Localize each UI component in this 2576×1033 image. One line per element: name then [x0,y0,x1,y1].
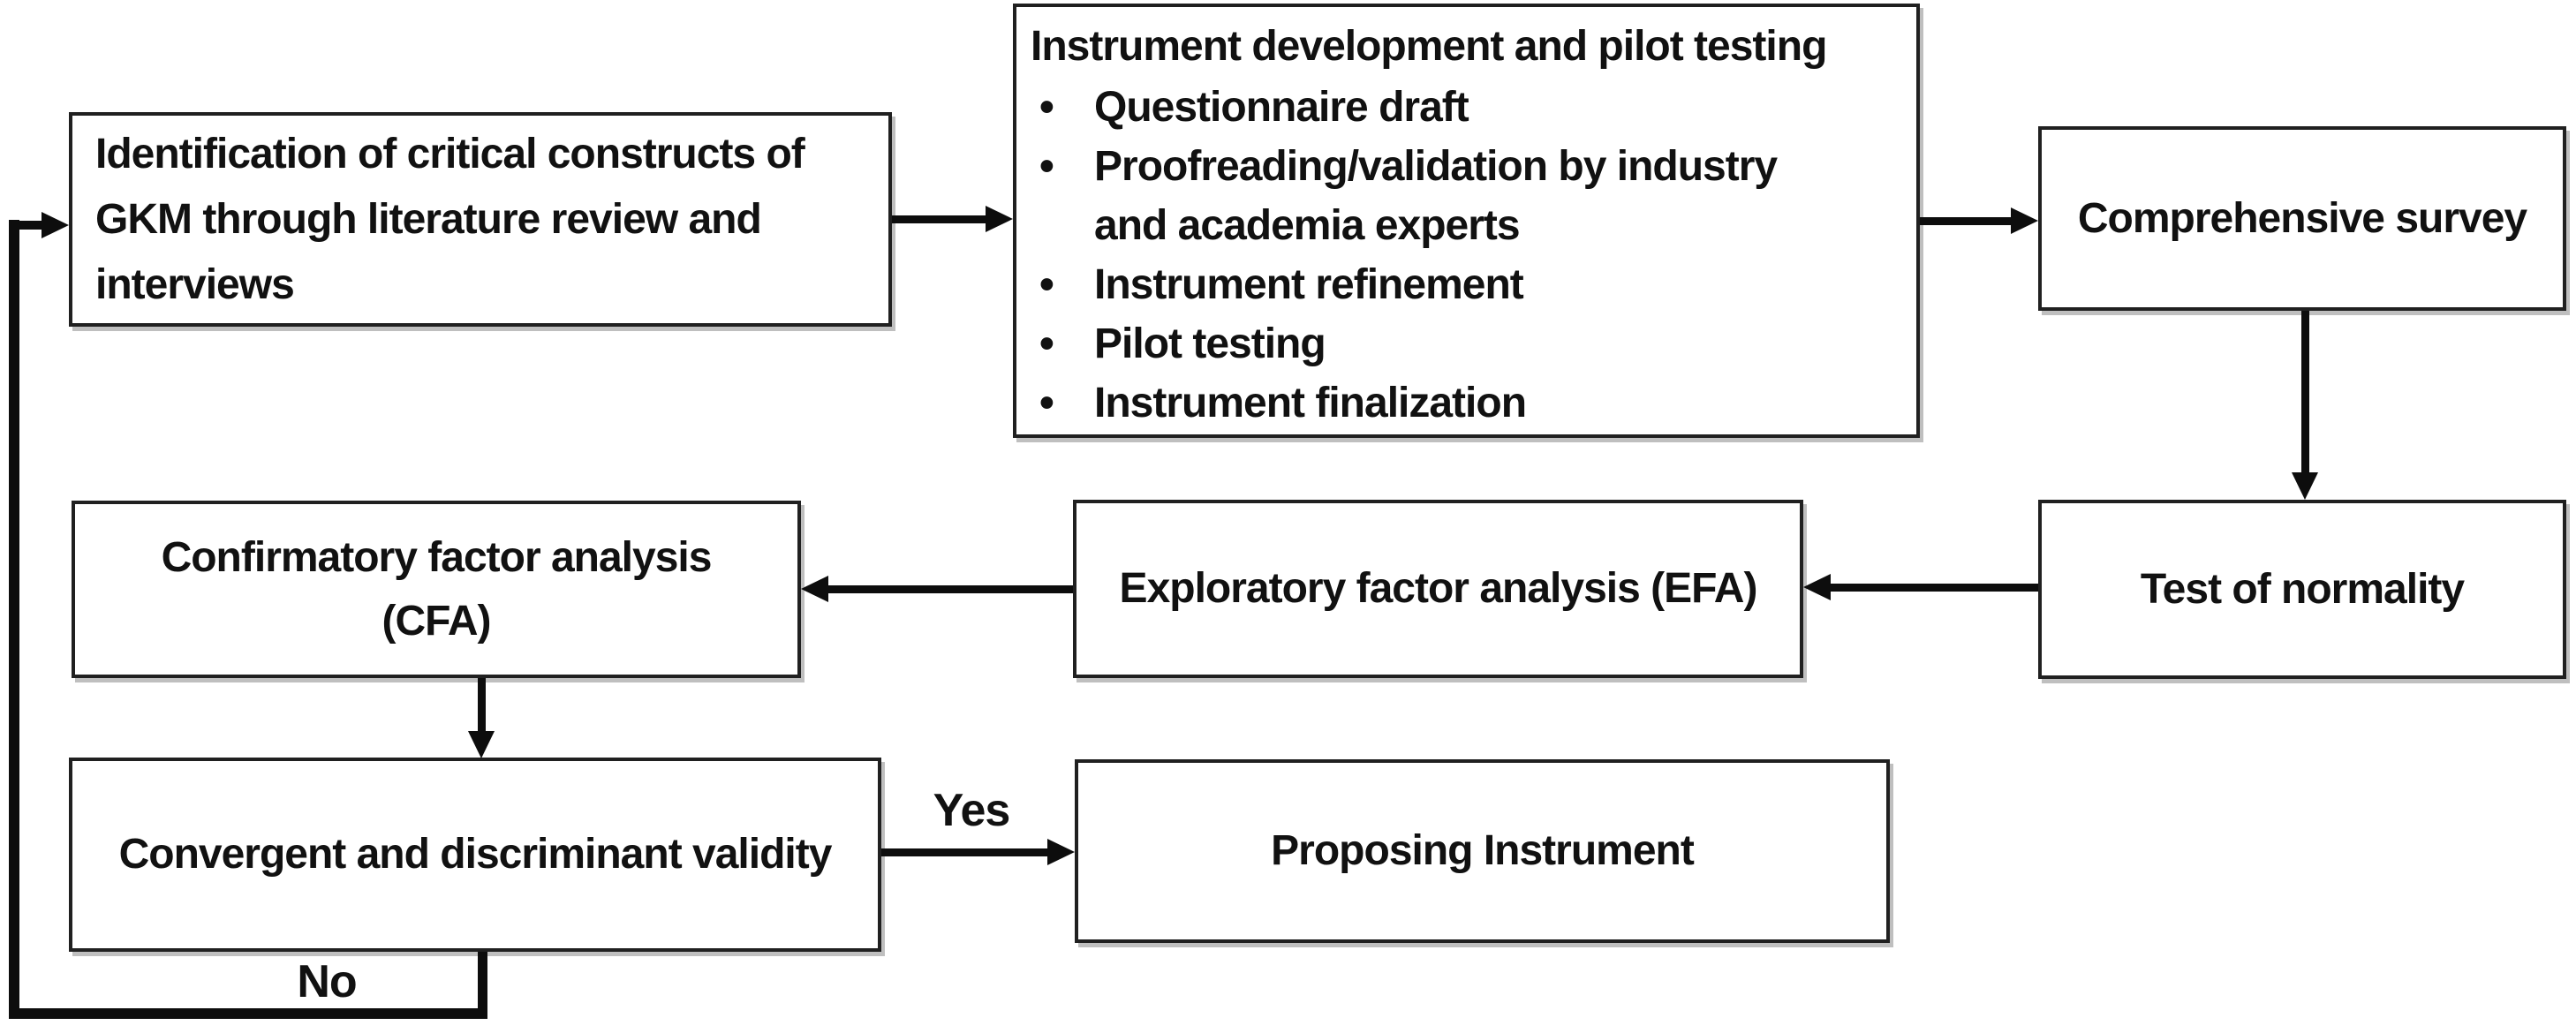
edge-label-no: No [297,956,357,1007]
node-comprehensive-survey-label: Comprehensive survey [2077,194,2527,242]
node-efa-label: Exploratory factor analysis (EFA) [1119,565,1758,612]
text-line: GKM through literature review and [95,195,762,243]
text-line: Identification of critical constructs of [95,130,805,177]
text-line: and academia experts [1094,202,1521,249]
text-line: Instrument refinement [1094,261,1524,308]
arrowhead-right-icon [1047,839,1075,865]
text-line: interviews [95,260,295,308]
arrowhead-left-icon [801,576,828,602]
node-efa: Exploratory factor analysis (EFA) [1073,500,1803,678]
feedback-segment-bottom [9,1008,487,1019]
arrow-shaft [892,215,987,223]
node-instrument-bullet-list: Questionnaire draftProofreading/validati… [1031,78,1907,433]
node-instrument-content: Instrument development and pilot testing… [1016,7,1916,433]
text-line: Instrument finalization [1094,380,1527,426]
node-comprehensive-survey: Comprehensive survey [2038,126,2566,311]
node-convergent-discriminant-validity-label: Convergent and discriminant validity [118,831,833,878]
arrowhead-down-icon [2292,472,2318,500]
arrow-shaft [827,585,1073,593]
node-proposing-instrument: Proposing Instrument [1075,759,1890,943]
arrow-shaft [1829,584,2038,592]
text-line: Confirmatory factor analysis [161,533,713,581]
node-cfa-label: Confirmatory factor analysis (CFA) [161,526,713,653]
edge-label-yes: Yes [933,785,1011,836]
arrow-shaft [881,848,1049,856]
arrowhead-down-icon [468,731,495,758]
arrowhead-right-icon [986,206,1013,232]
text-line: Pilot testing [1094,320,1326,367]
arrowhead-right-icon [42,212,69,238]
node-identification-label: Identification of critical constructs of… [72,122,805,318]
text-line: (CFA) [381,597,492,645]
arrowhead-right-icon [2011,207,2038,234]
bullet-item: Pilot testing [1031,314,1907,373]
node-identification: Identification of critical constructs of… [69,112,892,327]
node-test-of-normality-label: Test of normality [2140,565,2465,613]
feedback-segment-down [478,952,487,1012]
feedback-segment-into-box [9,221,44,230]
node-proposing-instrument-label: Proposing Instrument [1271,827,1695,874]
feedback-segment-left [9,220,19,1019]
arrow-shaft [1920,217,2013,225]
node-test-of-normality: Test of normality [2038,500,2566,679]
bullet-item: Instrument finalization [1031,373,1907,433]
bullet-item: Instrument refinement [1031,255,1907,314]
text-line: Questionnaire draft [1094,84,1469,131]
text-line: Proofreading/validation by industry [1094,143,1778,190]
arrow-shaft [478,678,486,734]
bullet-item: Proofreading/validation by industry and a… [1031,137,1907,255]
arrow-shaft [2301,311,2309,475]
bullet-item: Questionnaire draft [1031,78,1907,137]
node-instrument-title: Instrument development and pilot testing [1031,23,1827,70]
node-cfa: Confirmatory factor analysis (CFA) [72,501,801,678]
node-instrument-development: Instrument development and pilot testing… [1013,4,1920,438]
node-convergent-discriminant-validity: Convergent and discriminant validity [69,758,881,952]
arrowhead-left-icon [1803,574,1831,600]
